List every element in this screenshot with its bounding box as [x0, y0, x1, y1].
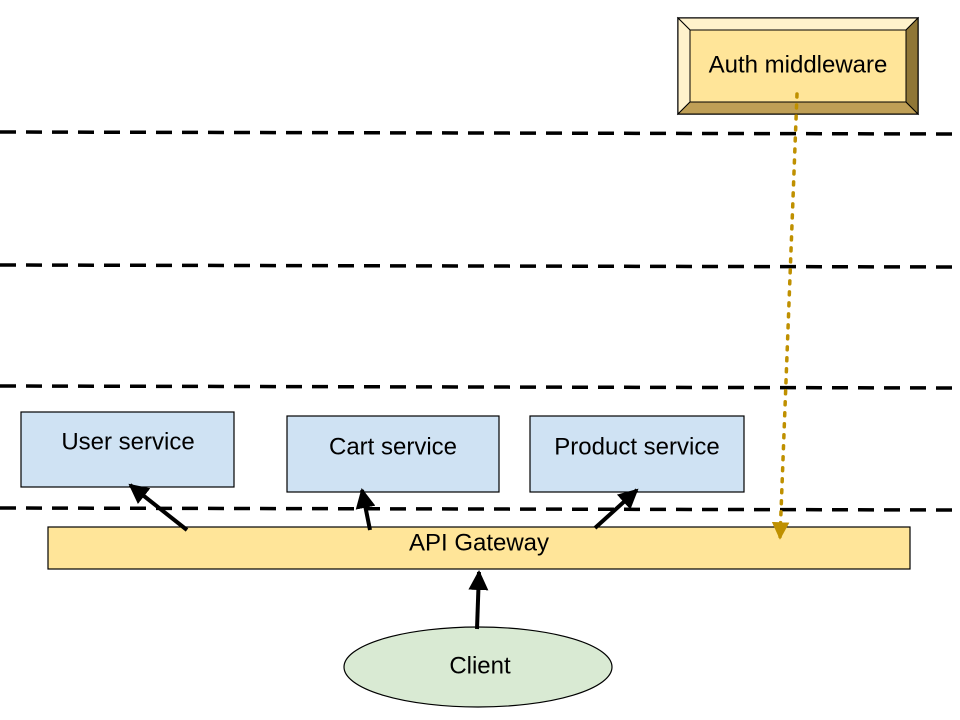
product-service-label: Product service [554, 433, 719, 460]
client-label: Client [449, 652, 511, 679]
product-service-node[interactable]: Product service [529, 415, 745, 493]
auth-middleware-bevel-right [905, 16, 919, 116]
user-service-node[interactable]: User service [20, 411, 235, 488]
auth-middleware-label: Auth middleware [709, 51, 888, 78]
arrow-auth-to-gateway [771, 92, 799, 540]
auth-middleware-bevel-top [676, 17, 920, 31]
api-gateway-node[interactable]: API Gateway [47, 526, 911, 570]
separator-line [0, 506, 960, 512]
separator-line [0, 263, 960, 269]
cart-service-node[interactable]: Cart service [286, 415, 500, 493]
arrow-client-to-gateway [468, 570, 489, 630]
client-node[interactable]: Client [343, 626, 613, 708]
api-gateway-label: API Gateway [409, 529, 549, 556]
cart-service-box [286, 415, 500, 493]
product-service-box [529, 415, 745, 493]
connectors [128, 92, 799, 630]
arrow-gateway-to-user-service [128, 483, 189, 532]
separator-line [0, 130, 960, 136]
user-service-box [20, 411, 235, 488]
arrow-gateway-to-product-service [593, 488, 639, 530]
auth-middleware-face [689, 29, 907, 103]
user-service-label: User service [61, 428, 194, 455]
api-gateway-box [47, 526, 911, 570]
cart-service-label: Cart service [329, 433, 457, 460]
separator-line [0, 384, 960, 390]
auth-middleware-bevel-left [677, 16, 691, 116]
arrow-gateway-to-cart-service [355, 488, 376, 531]
auth-middleware-node[interactable]: Auth middleware [676, 16, 920, 116]
